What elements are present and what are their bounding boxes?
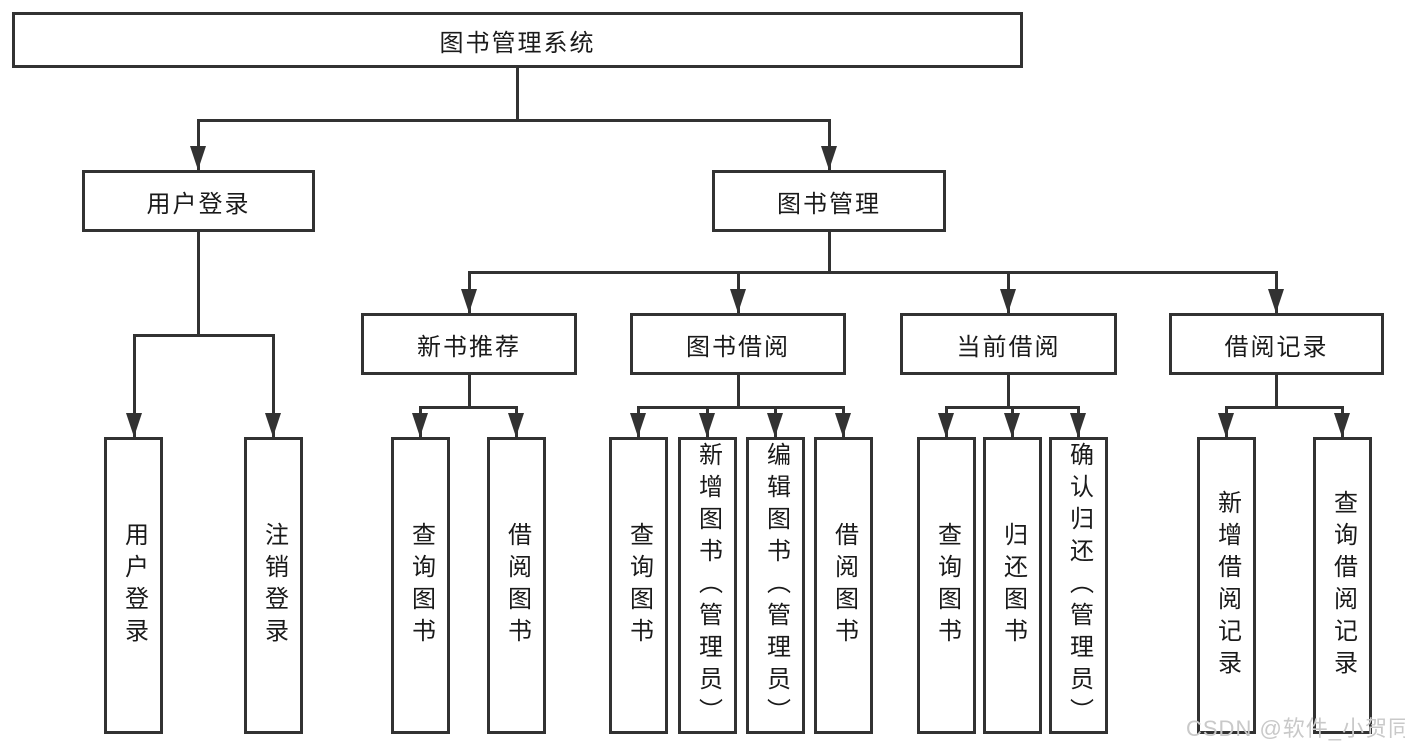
- arrowhead-current-borrow: [1000, 289, 1016, 313]
- node-query-books-borrowing: 查询图书: [609, 437, 668, 734]
- connector-book-management-stem: [828, 232, 831, 273]
- node-confirm-return-admin: 确认归还（管理员）: [1049, 437, 1108, 734]
- connector-root-stem: [516, 68, 519, 121]
- connector-drop-book-management: [828, 119, 831, 170]
- arrowhead: [1070, 413, 1086, 437]
- connector-borrow-records-stem: [1275, 375, 1278, 408]
- connector-book-borrow-rail: [637, 406, 845, 409]
- arrowhead-login: [126, 413, 142, 437]
- arrowhead: [699, 413, 715, 437]
- node-return-book: 归还图书: [983, 437, 1042, 734]
- arrowhead: [412, 413, 428, 437]
- arrowhead-book-borrow: [730, 289, 746, 313]
- connector-drop-login: [133, 334, 136, 437]
- node-login-user: 用户登录: [104, 437, 163, 734]
- connector-drop-user-login: [197, 119, 200, 170]
- arrowhead-user-login: [190, 146, 206, 170]
- connector-user-login-stem: [197, 232, 200, 336]
- arrowhead-book-management: [821, 146, 837, 170]
- arrowhead: [508, 413, 524, 437]
- node-query-books-current: 查询图书: [917, 437, 976, 734]
- arrowhead: [1334, 413, 1350, 437]
- node-edit-book-admin: 编辑图书（管理员）: [746, 437, 805, 734]
- arrowhead-logout: [265, 413, 281, 437]
- node-logout: 注销登录: [244, 437, 303, 734]
- arrowhead: [630, 413, 646, 437]
- arrowhead: [938, 413, 954, 437]
- arrowhead-new-book: [461, 289, 477, 313]
- connector-drop-logout: [272, 334, 275, 437]
- connector-user-login-rail: [133, 334, 275, 337]
- node-user-login: 用户登录: [82, 170, 315, 232]
- node-current-borrowing: 当前借阅: [900, 313, 1117, 375]
- node-book-borrowing: 图书借阅: [630, 313, 846, 375]
- node-borrow-books-borrowing: 借阅图书: [814, 437, 873, 734]
- arrowhead: [1004, 413, 1020, 437]
- arrowhead: [767, 413, 783, 437]
- node-borrow-books-recommend: 借阅图书: [487, 437, 546, 734]
- connector-book-borrow-stem: [737, 375, 740, 408]
- node-add-book-admin: 新增图书（管理员）: [678, 437, 737, 734]
- arrowhead: [1218, 413, 1234, 437]
- node-borrowing-records: 借阅记录: [1169, 313, 1384, 375]
- csdn-watermark: CSDN @软件_小贺同学: [1186, 716, 1405, 741]
- connector-level2-rail: [197, 119, 831, 122]
- node-new-book-recommendation: 新书推荐: [361, 313, 577, 375]
- connector-new-book-stem: [468, 375, 471, 408]
- connector-level3-rail: [468, 271, 1278, 274]
- arrowhead-borrow-records: [1268, 289, 1284, 313]
- connector-current-borrow-stem: [1007, 375, 1010, 408]
- node-query-books-recommend: 查询图书: [391, 437, 450, 734]
- node-library-management-system: 图书管理系统: [12, 12, 1023, 68]
- connector-borrow-records-rail: [1225, 406, 1344, 409]
- connector-new-book-rail: [419, 406, 518, 409]
- node-book-management: 图书管理: [712, 170, 946, 232]
- node-add-borrow-record: 新增借阅记录: [1197, 437, 1256, 734]
- node-query-borrow-record: 查询借阅记录: [1313, 437, 1372, 734]
- arrowhead: [835, 413, 851, 437]
